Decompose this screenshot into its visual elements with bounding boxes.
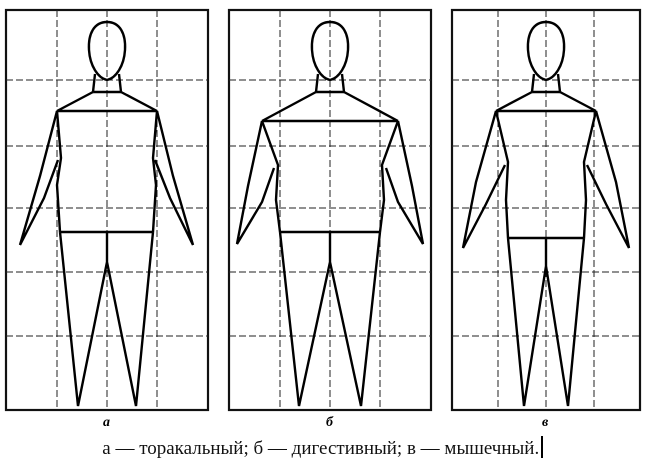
figure-caption: а — торакальный; б — дигестивный; в — мы… <box>0 436 645 460</box>
panel-letter: б <box>326 415 334 430</box>
panel-letter: в <box>542 415 549 430</box>
panel-digestive: б <box>229 10 431 430</box>
panel-thoracic: а <box>6 10 208 430</box>
caption-text: а — торакальный; б — дигестивный; в — мы… <box>102 438 539 459</box>
panel-letter: а <box>103 415 110 430</box>
panel-muscular: в <box>452 10 640 430</box>
text-cursor <box>541 436 543 458</box>
